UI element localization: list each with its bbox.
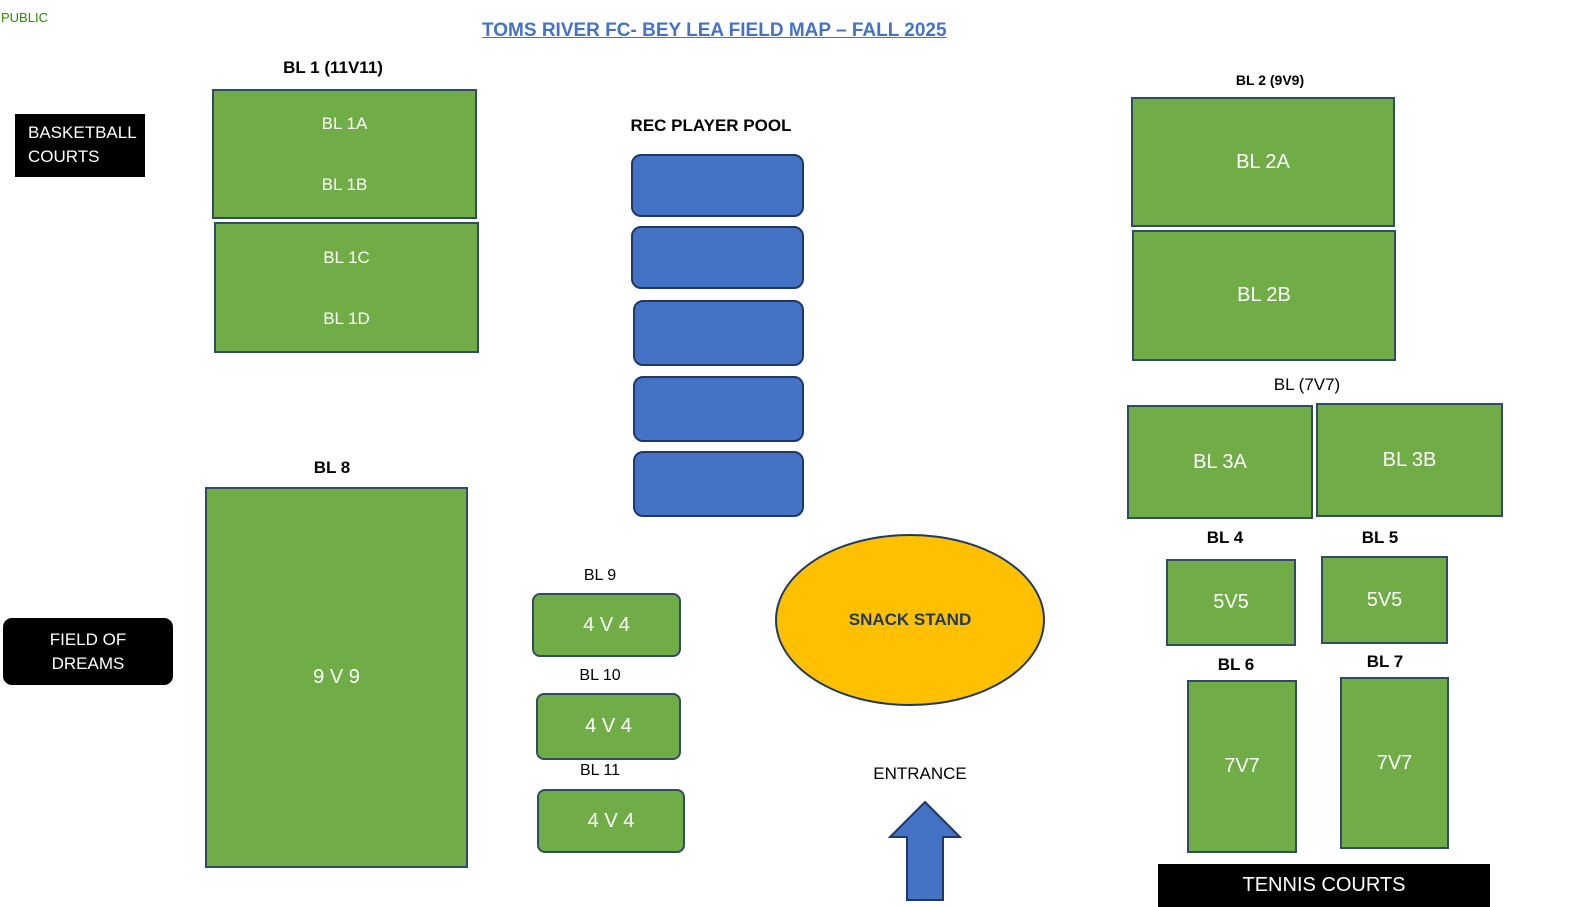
bl6-heading: BL 6 [1217,655,1255,674]
field-bl1-bottom: BL 1C BL 1D [214,222,479,353]
bl1-heading: BL 1 (11V11) [283,58,383,77]
snack-stand-label: SNACK STAND [848,610,972,629]
tennis-courts: TENNIS COURTS [1158,864,1490,907]
classification-label: PUBLIC [1,10,48,25]
field-bl5: 5V5 [1321,556,1448,644]
bl3-heading: BL (7V7) [1273,375,1341,394]
bl7-heading: BL 7 [1366,652,1404,671]
tennis-courts-label: TENNIS COURTS [1242,874,1406,896]
bl8-heading: BL 8 [313,458,351,477]
snack-stand: SNACK STAND [775,534,1045,706]
entrance-label: ENTRANCE [873,764,967,783]
field-bl8-label: 9 V 9 [313,666,360,688]
field-bl9-label: 4 V 4 [583,613,630,636]
field-bl7-label: 7V7 [1376,751,1413,774]
rec-pool-heading: REC PLAYER POOL [630,116,792,135]
bl4-heading: BL 4 [1206,528,1244,547]
rec-pool-slot-5 [633,451,804,517]
field-bl8: 9 V 9 [205,487,468,868]
rec-pool-slot-3 [633,300,804,366]
field-bl1a-label: BL 1A [321,114,368,133]
field-bl2b-label: BL 2B [1237,284,1291,306]
bl2-heading: BL 2 (9V9) [1235,72,1305,88]
field-bl4-label: 5V5 [1213,591,1249,613]
field-of-dreams: FIELD OF DREAMS [3,618,173,685]
field-bl1c-label: BL 1C [323,248,370,267]
field-bl2b: BL 2B [1132,230,1396,361]
bl5-heading: BL 5 [1361,528,1399,547]
field-bl5-label: 5V5 [1366,588,1403,611]
basketball-courts-label: BASKETBALL COURTS [28,123,137,166]
field-bl1-top: BL 1A BL 1B [212,89,477,219]
field-bl10-label: 4 V 4 [585,715,632,737]
field-bl2a-label: BL 2A [1236,150,1290,173]
field-of-dreams-label: FIELD OF DREAMS [49,629,127,673]
field-bl2a: BL 2A [1131,97,1395,227]
field-bl11-label: 4 V 4 [587,809,635,832]
field-bl1b-label: BL 1B [321,175,368,194]
bl9-heading: BL 9 [583,567,617,584]
field-bl10: 4 V 4 [536,693,681,760]
field-bl3a: BL 3A [1127,405,1313,519]
rec-pool-slot-2 [631,226,804,289]
field-bl11: 4 V 4 [537,789,685,853]
page-title: TOMS RIVER FC- BEY LEA FIELD MAP – FALL … [482,20,947,41]
field-bl7: 7V7 [1340,677,1449,849]
basketball-courts: BASKETBALL COURTS [15,114,145,177]
field-bl9: 4 V 4 [532,593,681,657]
field-bl6: 7V7 [1187,680,1297,853]
field-bl6-label: 7V7 [1224,755,1260,777]
field-bl3b-label: BL 3B [1382,448,1437,471]
entrance-arrow-icon [888,800,962,901]
field-bl3b: BL 3B [1316,403,1503,517]
field-bl4: 5V5 [1166,559,1296,646]
bl11-heading: BL 11 [579,762,621,779]
field-bl1d-label: BL 1D [323,309,370,328]
field-bl3a-label: BL 3A [1193,450,1247,473]
rec-pool-slot-4 [633,376,804,442]
rec-pool-slot-1 [631,154,804,217]
bl10-heading: BL 10 [579,667,621,684]
